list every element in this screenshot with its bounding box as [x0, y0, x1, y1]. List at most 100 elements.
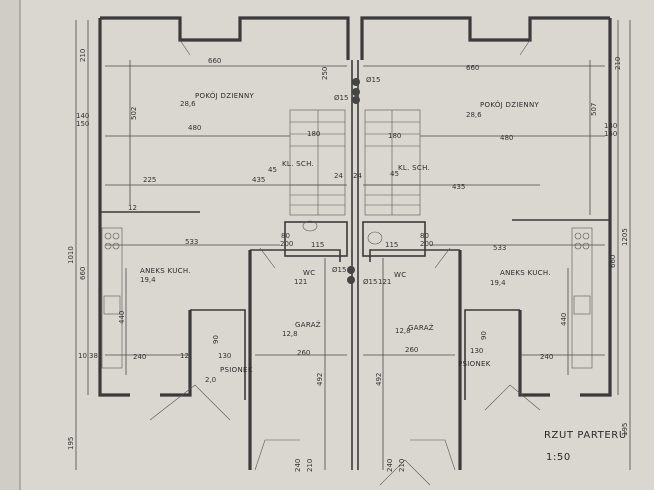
dim-210-right: 210 [614, 57, 622, 70]
dim-150-left: 150 [76, 120, 89, 128]
dim-492-left: 492 [316, 373, 324, 386]
dim-210-br: 210 [398, 459, 406, 472]
dim-180-left: 180 [307, 130, 320, 138]
dim-240-bl: 240 [294, 459, 302, 472]
dim-240-br: 240 [386, 459, 394, 472]
room-label-wc-right: WC [394, 271, 406, 279]
right-garage-door-swing [434, 247, 451, 269]
dim-195-left: 195 [67, 437, 75, 450]
dim-195-right: 195 [621, 423, 629, 436]
room-area-storage-left: 2,0 [205, 376, 216, 384]
right-garage-top-wall [369, 249, 460, 262]
dim-12-a: 12 [128, 204, 137, 212]
dim-480-right: 480 [500, 134, 513, 142]
dim-260-left: 260 [297, 349, 310, 357]
dim-90-right: 90 [480, 331, 488, 340]
duct-icon-1 [352, 78, 360, 86]
dim-435-right: 435 [452, 183, 465, 191]
dim-150-right: 150 [604, 130, 617, 138]
dim-130-left: 130 [218, 352, 231, 360]
dim-533-left: 533 [185, 238, 198, 246]
dim-492-right: 492 [375, 373, 383, 386]
dim-533-right: 533 [493, 244, 506, 252]
room-area-living-left: 28,6 [180, 100, 196, 108]
sheet-scale: 1:50 [546, 452, 571, 463]
room-label-kitchen-right: ANEKS KUCH. [500, 269, 551, 277]
room-label-living-left: POKÓJ DZIENNY [195, 91, 254, 100]
dim-435-left: 435 [252, 176, 265, 184]
room-label-garage-left: GARAŻ [295, 320, 321, 329]
dim-660-left: 660 [208, 57, 221, 65]
room-label-living-right: POKÓJ DZIENNY [480, 100, 539, 109]
room-label-storage-right: PSIONEK [458, 360, 491, 368]
room-label-kitchen-left: ANEKS KUCH. [140, 267, 191, 275]
dim-200-left: 200 [280, 240, 293, 248]
dim-660-vleft: 660 [79, 267, 87, 280]
room-area-kitchen-right: 19,4 [490, 279, 506, 287]
duct-label-1: Ø15 [366, 76, 380, 84]
room-area-garage-right: 12,8 [395, 327, 411, 335]
left-unit-top-wall [100, 16, 350, 60]
dim-225: 225 [143, 176, 156, 184]
dim-80-left: 80 [281, 232, 290, 240]
dim-480-left: 480 [188, 124, 201, 132]
left-unit-bottom-wall [160, 310, 192, 397]
left-wc-toilet-icon [302, 220, 318, 232]
right-top-window-swing [519, 39, 531, 56]
right-garage-ramp [379, 459, 431, 486]
dim-38: 38 [89, 352, 98, 360]
dim-121-left: 121 [294, 278, 307, 286]
room-label-stairs-right: KL. SCH. [398, 164, 430, 172]
room-label-wc-left: WC [303, 269, 315, 277]
right-wc-toilet-icon [367, 231, 383, 245]
left-garage-door-line [254, 439, 300, 471]
dim-240-right: 240 [540, 353, 553, 361]
dim-121-right: 121 [378, 278, 391, 286]
right-kitchen-counter [571, 227, 593, 369]
dim-240-left: 240 [133, 353, 146, 361]
dim-260-right: 260 [405, 346, 418, 354]
dim-45-right: 45 [390, 170, 399, 178]
dim-210-bl: 210 [306, 459, 314, 472]
dim-440-right: 440 [560, 313, 568, 326]
dim-12-b: 12 [180, 352, 189, 360]
left-wc-block [284, 221, 348, 257]
left-storage-walls [190, 309, 246, 400]
dim-210-left: 210 [79, 49, 87, 62]
left-unit-left-wall [98, 18, 130, 397]
right-entrance-canopy [484, 384, 541, 411]
dim-140-left: 140 [76, 112, 89, 120]
dim-80-right: 80 [420, 232, 429, 240]
duct-icon-4 [347, 266, 355, 274]
dim-45-left: 45 [268, 166, 277, 174]
dim-440-left: 440 [118, 311, 126, 324]
dim-1205: 1205 [621, 228, 629, 246]
dim-200-right: 200 [420, 240, 433, 248]
right-unit-bottom-wall [518, 310, 550, 397]
room-area-kitchen-left: 19,4 [140, 276, 156, 284]
dim-660-right: 660 [466, 64, 479, 72]
dim-10: 10 [78, 352, 87, 360]
dim-115-right: 115 [385, 241, 398, 249]
dim-502: 502 [130, 107, 138, 120]
room-label-stairs-left: KL. SCH. [282, 160, 314, 168]
dim-115-left: 115 [311, 241, 324, 249]
room-area-garage-left: 12,8 [282, 330, 298, 338]
right-unit-top-wall [360, 16, 610, 60]
sheet-title: RZUT PARTERU [544, 430, 627, 441]
dim-250: 250 [321, 67, 329, 80]
dim-180-right: 180 [388, 132, 401, 140]
right-unit-right-wall [580, 18, 612, 397]
dim-140-right: 140 [604, 122, 617, 130]
left-garage-door-swing [259, 247, 276, 269]
dim-507: 507 [590, 103, 598, 116]
duct-icon-5 [347, 276, 355, 284]
dim-130-right: 130 [470, 347, 483, 355]
dim-24-left: 24 [334, 172, 343, 180]
right-wc-block [362, 221, 426, 257]
dim-1010: 1010 [67, 246, 75, 264]
dim-24-right: 24 [353, 172, 362, 180]
left-garage-top-wall [250, 249, 341, 262]
